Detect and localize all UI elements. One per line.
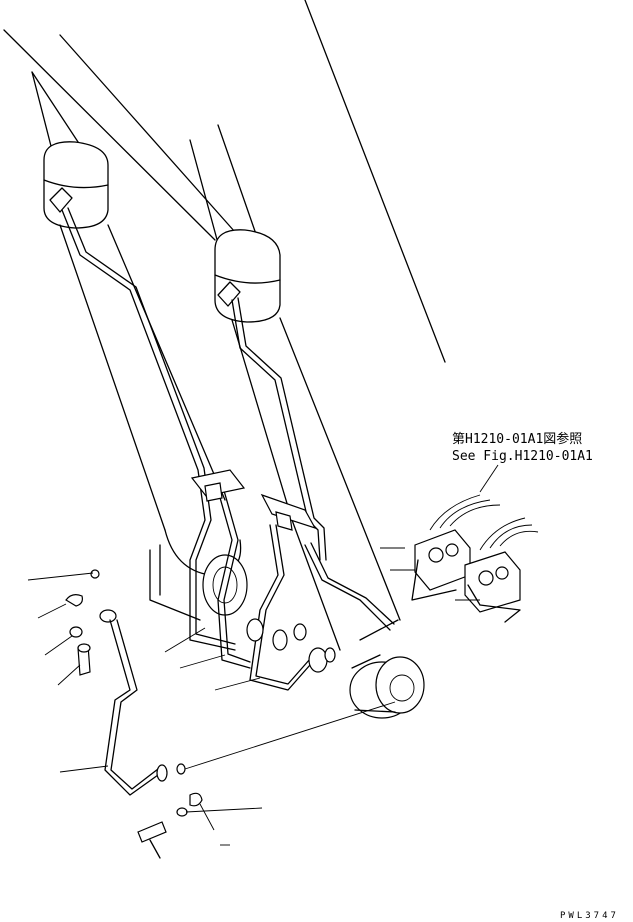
boom-outline: [3, 0, 446, 363]
boom-foot-boss: [349, 619, 425, 719]
leader-lines: [27, 464, 499, 846]
drawing-code: PWL3747: [560, 911, 619, 921]
exploded-parts: [65, 569, 203, 859]
right-boom-cylinder: [214, 229, 401, 651]
tube-clamps: [190, 469, 317, 531]
reference-en: See Fig.H1210-01A1: [452, 449, 593, 464]
tube-flanges: [246, 618, 336, 673]
valve-blocks: [411, 494, 539, 623]
left-boom-cylinder: [43, 141, 248, 621]
reference-note: 第H1210-01A1図参照 See Fig.H1210-01A1: [452, 431, 593, 464]
reference-jp: 第H1210-01A1図参照: [452, 431, 582, 447]
